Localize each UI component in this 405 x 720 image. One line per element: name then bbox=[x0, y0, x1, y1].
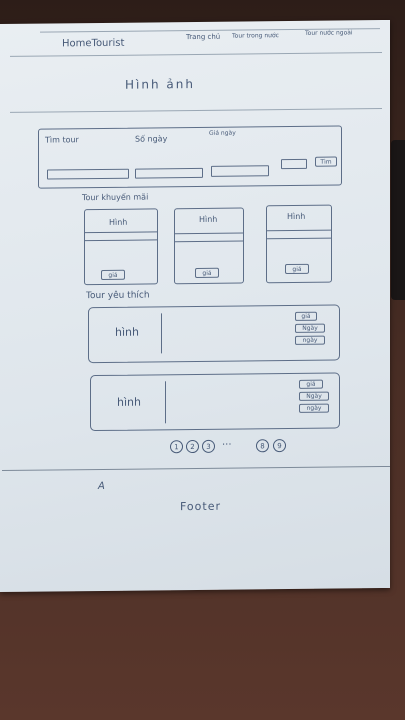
pagination-ellipsis: ... bbox=[222, 436, 232, 448]
favorite-tour-item[interactable]: hình giá Ngày ngày bbox=[88, 304, 340, 364]
search-days-label: Số ngày bbox=[135, 134, 168, 144]
footer-mark: A bbox=[98, 480, 105, 493]
sketch-paper: HomeTourist Trang chủ Tour trong nước To… bbox=[0, 19, 390, 593]
promo-card-image-label: Hình bbox=[287, 211, 306, 222]
nav-home[interactable]: Trang chủ bbox=[186, 32, 221, 42]
page-button[interactable]: 9 bbox=[273, 439, 286, 453]
favorite-date-tag[interactable]: ngày bbox=[295, 335, 325, 345]
dark-object bbox=[391, 140, 405, 300]
promo-card-image-label: Hình bbox=[199, 214, 218, 224]
promo-title: Tour khuyến mãi bbox=[82, 192, 149, 203]
promo-card-divider bbox=[175, 240, 243, 243]
page-button[interactable]: 1 bbox=[170, 440, 183, 454]
favorite-price-tag[interactable]: giá bbox=[299, 379, 323, 389]
hero-image-label: Hình ảnh bbox=[125, 77, 195, 92]
page-button[interactable]: 3 bbox=[202, 439, 215, 453]
search-price-label: Giá ngày bbox=[209, 129, 236, 137]
search-tour-label: Tìm tour bbox=[45, 135, 79, 145]
search-price-input[interactable] bbox=[211, 165, 269, 177]
page-button[interactable]: 8 bbox=[256, 439, 269, 453]
nav-domestic[interactable]: Tour trong nước bbox=[232, 32, 279, 40]
favorite-image-label: hình bbox=[115, 325, 139, 339]
hero-bottom-line bbox=[10, 108, 382, 113]
promo-card-price-button[interactable]: giá bbox=[195, 267, 219, 278]
search-days-input[interactable] bbox=[135, 167, 203, 179]
search-panel: Tìm tour Số ngày Giá ngày Tìm bbox=[38, 125, 342, 189]
favorite-date-tag[interactable]: ngày bbox=[299, 403, 329, 413]
page-button[interactable]: 2 bbox=[186, 439, 199, 454]
search-tour-input[interactable] bbox=[47, 168, 129, 180]
promo-card-divider bbox=[267, 237, 331, 240]
logo[interactable]: HomeTourist bbox=[62, 37, 125, 50]
promo-card-price-button[interactable]: giá bbox=[285, 263, 309, 275]
promo-card-price-button[interactable]: giá bbox=[101, 269, 125, 280]
search-button[interactable]: Tìm bbox=[315, 156, 337, 167]
promo-card[interactable]: Hình giá bbox=[84, 208, 158, 286]
favorite-days-tag[interactable]: Ngày bbox=[295, 323, 325, 333]
promo-card-image-label: Hình bbox=[109, 217, 128, 227]
search-filter-select[interactable] bbox=[281, 158, 307, 170]
favorite-divider bbox=[161, 313, 162, 354]
promo-card-divider bbox=[267, 229, 331, 232]
favorite-days-tag[interactable]: Ngày bbox=[299, 391, 329, 401]
promo-card-divider bbox=[85, 231, 157, 234]
footer-label: Footer bbox=[180, 499, 221, 514]
favorite-price-tag[interactable]: giá bbox=[295, 311, 317, 321]
favorite-image-label: hình bbox=[117, 395, 141, 409]
promo-card[interactable]: Hình giá bbox=[266, 204, 332, 284]
promo-card-divider bbox=[175, 232, 243, 235]
footer-top-line bbox=[2, 465, 390, 472]
promo-card[interactable]: Hình giá bbox=[174, 207, 244, 285]
favorite-tour-item[interactable]: hình giá Ngày ngày bbox=[90, 372, 340, 432]
header-bottom-line bbox=[10, 52, 382, 57]
favorites-title: Tour yêu thích bbox=[86, 290, 150, 302]
promo-card-divider bbox=[85, 239, 157, 242]
nav-international[interactable]: Tour nước ngoài bbox=[305, 29, 353, 37]
favorite-divider bbox=[165, 381, 166, 424]
